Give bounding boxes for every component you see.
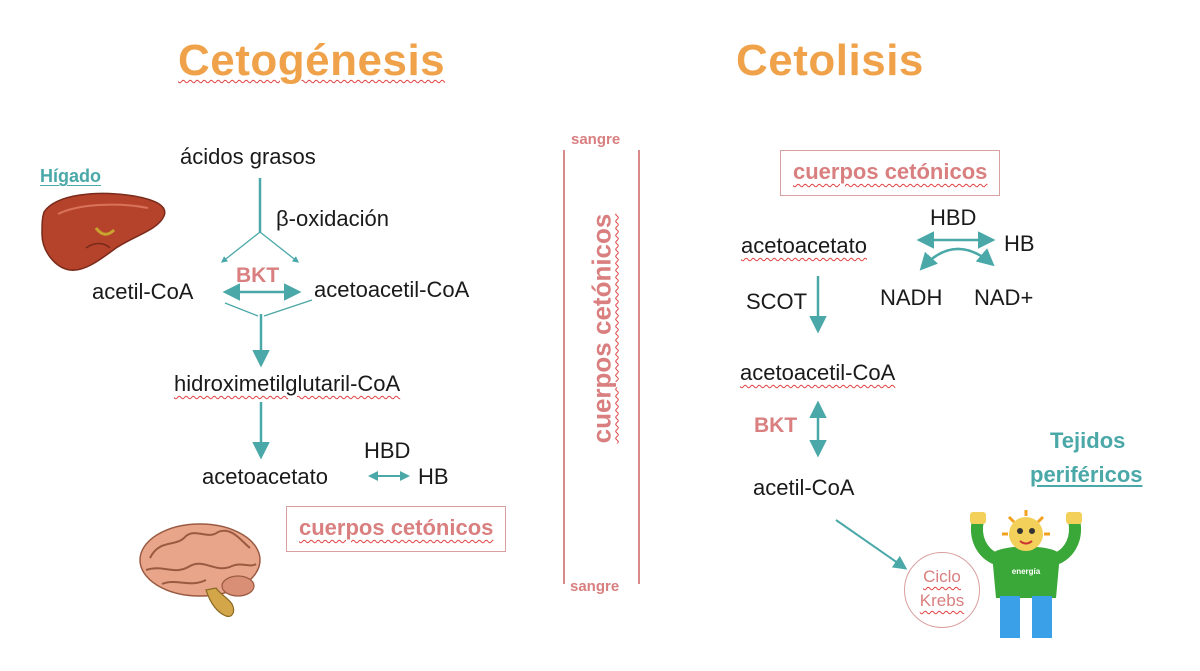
to-krebs-arrow xyxy=(835,519,908,570)
ketone-bodies-right-text: cuerpos cetónicos xyxy=(793,159,988,184)
mascot-text: energía xyxy=(1012,567,1041,576)
blood-label-bottom: sangre xyxy=(570,578,620,595)
acetyl-coa-right: acetil-CoA xyxy=(753,475,855,500)
ketone-bodies-box-right: cuerpos cetónicos xyxy=(780,150,1001,196)
acetoacetate-left: acetoacetato xyxy=(202,464,328,489)
hmg-coa-label: hidroximetilglutaril-CoA xyxy=(174,371,401,396)
blood-label: sangre xyxy=(571,131,621,148)
hbd-label-left: HBD xyxy=(364,438,411,463)
beta-ox-arrow-right xyxy=(259,231,300,263)
beta-oxidation-label: β-oxidación xyxy=(276,206,389,231)
hb-label-left: HB xyxy=(418,464,449,489)
beta-ox-arrow-left xyxy=(220,231,261,263)
hbd-label-right: HBD xyxy=(930,205,977,230)
merge-line-left xyxy=(224,302,259,317)
vessel-wall-left xyxy=(563,150,565,584)
scot-label: SCOT xyxy=(746,289,808,314)
ketone-bodies-left-text: cuerpos cetónicos xyxy=(299,515,494,540)
acetoacetyl-coa-left: acetoacetil-CoA xyxy=(314,277,470,302)
title-ketolysis: Cetolisis xyxy=(736,36,924,85)
acetyl-coa-left: acetil-CoA xyxy=(92,279,194,304)
vessel-wall-right xyxy=(638,150,640,584)
brain-icon xyxy=(139,523,261,617)
ketone-bodies-box-left: cuerpos cetónicos xyxy=(286,506,507,552)
nad-plus-label: NAD+ xyxy=(974,285,1034,310)
tissues-label-line2: periféricos xyxy=(1030,462,1143,487)
merge-line-right xyxy=(263,299,313,317)
liver-icon xyxy=(41,192,166,271)
acetoacetyl-coa-right: acetoacetil-CoA xyxy=(740,360,896,385)
nad-curved-arrow xyxy=(919,247,995,271)
liver-label: Hígado xyxy=(40,166,101,186)
fatty-acids-label: ácidos grasos xyxy=(180,144,316,169)
krebs-line1: Ciclo xyxy=(923,567,961,586)
acetoacetate-right: acetoacetato xyxy=(741,233,867,258)
krebs-line2: Krebs xyxy=(919,591,965,610)
hb-label-right: HB xyxy=(1004,231,1035,256)
nadh-label: NADH xyxy=(880,285,943,310)
bkt-label-right: BKT xyxy=(754,414,798,437)
tissues-label-line1: Tejidos xyxy=(1050,428,1126,453)
krebs-cycle-node: Ciclo Krebs xyxy=(904,552,980,628)
title-ketogenesis: Cetogénesis xyxy=(178,36,446,85)
ketone-bodies-vertical: cuerpos cetónicos xyxy=(586,213,617,444)
energy-mascot-icon: energía xyxy=(970,510,1082,638)
bkt-label-left: BKT xyxy=(236,264,280,287)
